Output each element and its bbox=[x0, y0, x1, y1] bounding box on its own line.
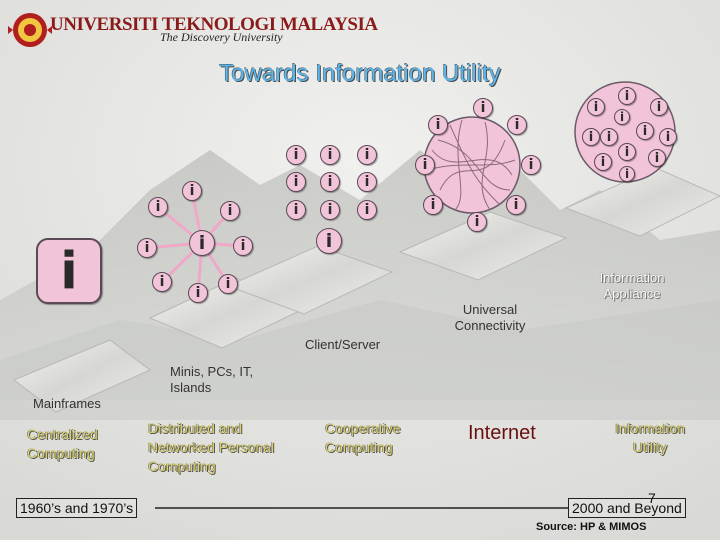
info-node-icon: i bbox=[148, 197, 168, 217]
stage-label-universal: Universal Connectivity bbox=[454, 302, 526, 333]
stage-label-appliance: Information Appliance bbox=[599, 270, 665, 301]
info-node-icon: i bbox=[233, 236, 253, 256]
university-tagline: The Discovery University bbox=[160, 30, 283, 44]
page-number: 7 bbox=[648, 490, 656, 506]
step-client-server bbox=[226, 245, 394, 315]
step-universal bbox=[398, 211, 568, 281]
info-node-icon: i bbox=[357, 172, 377, 192]
info-node-icon: i bbox=[320, 172, 340, 192]
info-node-icon: i bbox=[467, 212, 487, 232]
info-node-icon: i bbox=[137, 238, 157, 258]
info-node-icon: i bbox=[618, 143, 636, 161]
stage-label-client-server: Client/Server bbox=[305, 337, 381, 352]
info-node-icon: i bbox=[659, 128, 677, 146]
info-node-icon: i bbox=[357, 200, 377, 220]
timeline-start-label: 1960’s and 1970’s bbox=[16, 498, 138, 518]
info-node-icon: i bbox=[286, 172, 306, 192]
era-information-utility: Information Utility bbox=[614, 420, 686, 455]
info-node-icon: i bbox=[507, 115, 527, 135]
info-node-icon: i bbox=[423, 195, 443, 215]
info-node-icon: i bbox=[316, 228, 342, 254]
stage-label-mainframes: Mainframes bbox=[33, 396, 101, 411]
mainframe-info-icon: i bbox=[36, 238, 102, 304]
info-node-icon: i bbox=[182, 181, 202, 201]
era-centralized: Centralized Computing bbox=[27, 426, 98, 461]
info-node-icon: i bbox=[587, 98, 605, 116]
slide-title: Towards Information Utility bbox=[219, 60, 501, 87]
info-node-icon: i bbox=[218, 274, 238, 294]
era-distributed: Distributed and Networked Personal Compu… bbox=[148, 420, 275, 474]
info-node-icon: i bbox=[582, 128, 600, 146]
stage-label-minis: Minis, PCs, IT, Islands bbox=[170, 364, 254, 395]
info-node-icon: i bbox=[614, 109, 630, 125]
timeline-end-label: 2000 and Beyond bbox=[568, 498, 686, 518]
info-node-icon: i bbox=[473, 98, 493, 118]
era-internet: Internet bbox=[468, 422, 536, 444]
info-node-icon: i bbox=[188, 283, 208, 303]
info-node-icon: i bbox=[594, 153, 612, 171]
info-node-icon: i bbox=[152, 272, 172, 292]
info-node-icon: i bbox=[650, 98, 668, 116]
university-logo bbox=[8, 13, 52, 47]
source-credit: Source: HP & MIMOS bbox=[536, 521, 647, 533]
info-node-icon: i bbox=[286, 145, 306, 165]
info-node-icon: i bbox=[506, 195, 526, 215]
info-node-icon: i bbox=[648, 149, 666, 167]
info-node-icon: i bbox=[415, 155, 435, 175]
internet-mesh-lines bbox=[427, 119, 516, 211]
step-mainframes bbox=[13, 339, 151, 413]
info-node-icon: i bbox=[618, 87, 636, 105]
info-node-icon: i bbox=[428, 115, 448, 135]
info-node-icon: i bbox=[636, 122, 654, 140]
info-node-icon: i bbox=[600, 128, 618, 146]
info-node-icon: i bbox=[619, 166, 635, 182]
info-node-icon: i bbox=[320, 145, 340, 165]
info-node-icon: i bbox=[189, 230, 215, 256]
info-node-icon: i bbox=[521, 155, 541, 175]
university-name: UNIVERSITI TEKNOLOGI MALAYSIA bbox=[50, 14, 378, 35]
era-cooperative: Cooperative Computing bbox=[325, 420, 401, 455]
info-node-icon: i bbox=[286, 200, 306, 220]
info-node-icon: i bbox=[357, 145, 377, 165]
info-node-icon: i bbox=[320, 200, 340, 220]
info-node-icon: i bbox=[220, 201, 240, 221]
